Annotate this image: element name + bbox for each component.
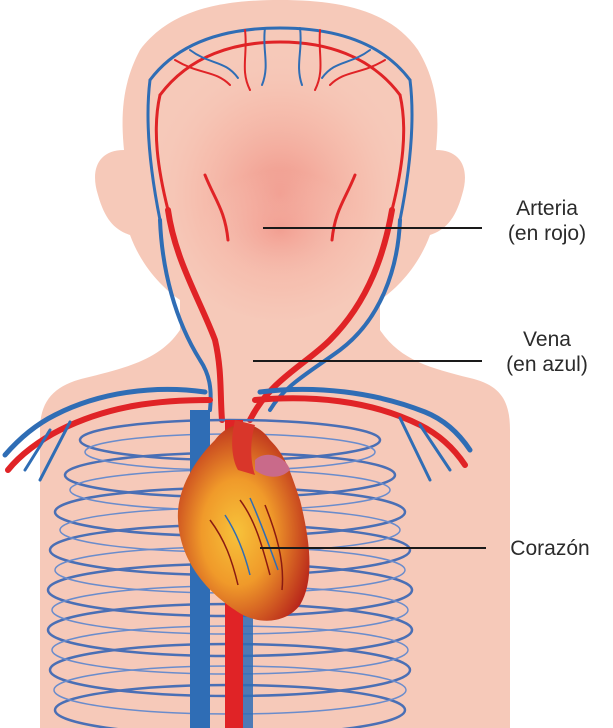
heart-label-line1: Corazón (488, 536, 612, 561)
heart-label: Corazón (488, 536, 612, 561)
artery-label: Arteria (en rojo) (484, 196, 610, 246)
vein-label-line2: (en azul) (484, 352, 610, 377)
vein-label-line1: Vena (484, 327, 610, 352)
vein-label: Vena (en azul) (484, 327, 610, 377)
artery-label-line2: (en rojo) (484, 221, 610, 246)
artery-label-line1: Arteria (484, 196, 610, 221)
